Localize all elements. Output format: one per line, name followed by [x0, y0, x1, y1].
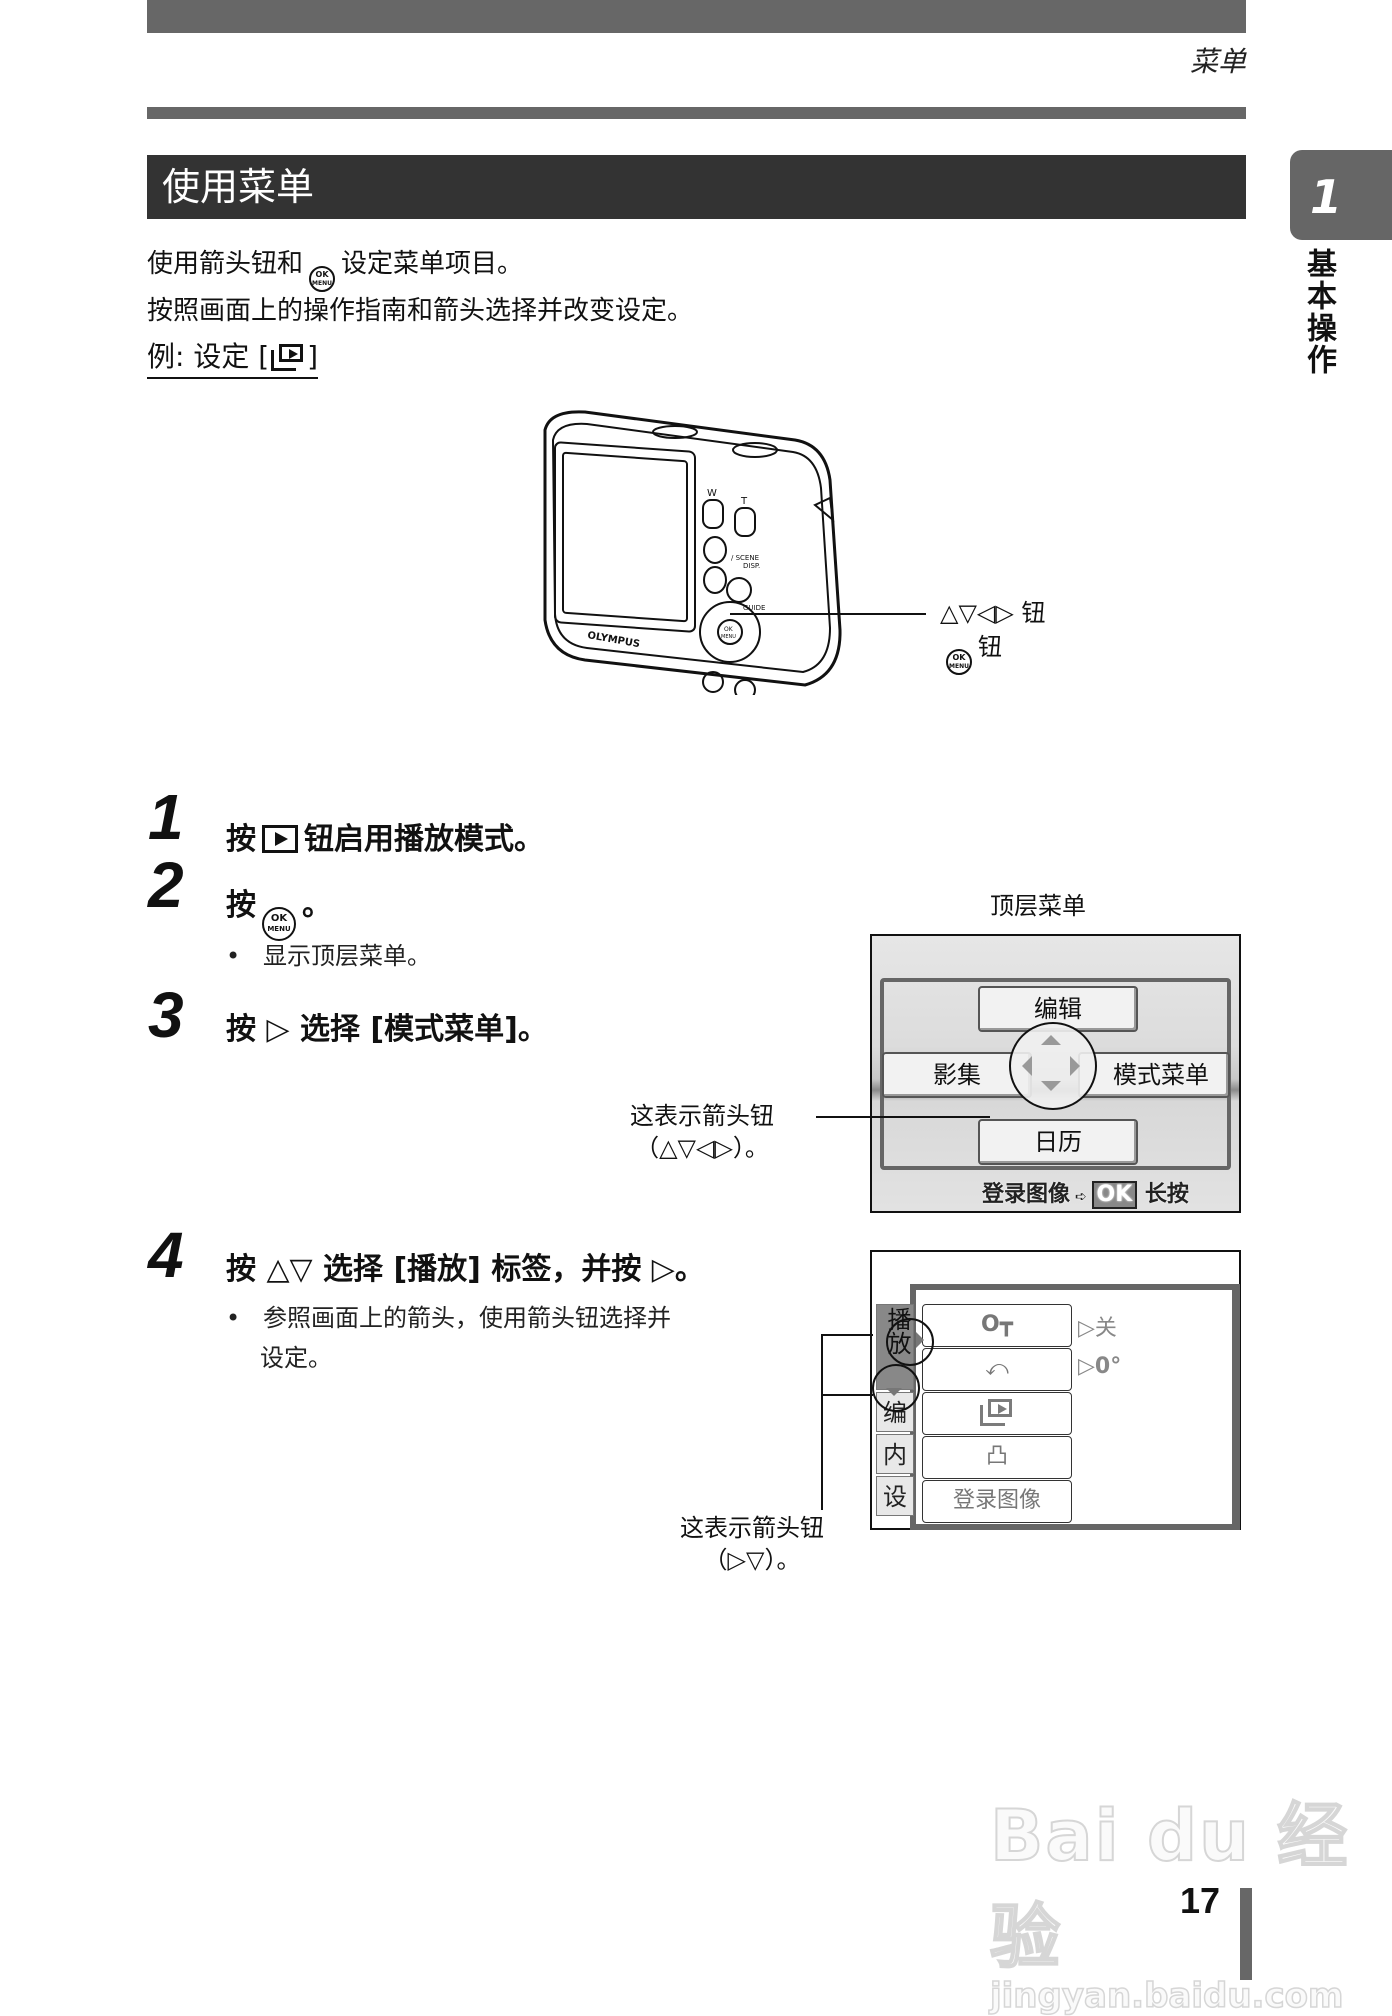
- left-arrow-icon: [1022, 1056, 1032, 1076]
- menu-button-mode-menu[interactable]: 模式菜单: [1078, 1052, 1230, 1098]
- menu-item-print-order[interactable]: 凸: [922, 1436, 1072, 1479]
- menu-item-register-image[interactable]: 登录图像: [922, 1480, 1072, 1523]
- slideshow-icon: [271, 344, 305, 371]
- svg-text:OLYMPUS: OLYMPUS: [586, 630, 640, 650]
- step-2-number: 2: [148, 849, 184, 921]
- down-arrow-icon: [1041, 1081, 1061, 1091]
- top-header-bar: [147, 0, 1246, 33]
- right-arrow-icon: [916, 1332, 924, 1348]
- up-arrow-icon: [1041, 1035, 1061, 1045]
- page-edge-bar: [1240, 1888, 1252, 1980]
- arrow-buttons-label: △▽◁▷ 钮: [940, 599, 1046, 627]
- section-title: 使用菜单: [147, 155, 1246, 219]
- chapter-label: 基本操作: [1301, 248, 1336, 376]
- intro-line-2: 按照画面上的操作指南和箭头选择并改变设定。: [147, 296, 694, 326]
- menu-item-slideshow[interactable]: [922, 1392, 1072, 1435]
- step-1-text: 按钮启用播放模式。: [226, 822, 544, 857]
- down-arrow-icon: [886, 1388, 902, 1396]
- chapter-number: 1: [1310, 170, 1343, 224]
- svg-text:OK: OK: [724, 626, 734, 633]
- menu-item-protect[interactable]: O┳: [922, 1304, 1072, 1347]
- playback-button-icon: [262, 825, 298, 853]
- step-4-text: 按 △▽ 选择 [播放] 标签，并按 ▷。: [226, 1252, 705, 1287]
- rotate-icon: ⤺: [985, 1356, 1009, 1381]
- step-4-number: 4: [148, 1219, 184, 1291]
- step-4-bullet: • 参照画面上的箭头，使用箭头钮选择并 设定。: [226, 1304, 672, 1372]
- menu-button-calendar[interactable]: 日历: [978, 1119, 1138, 1165]
- rotate-value: ▷0°: [1078, 1354, 1122, 1379]
- svg-text:DISP.: DISP.: [743, 562, 760, 570]
- camera-illustration: OLYMPUS W T / SCENE DISP. GUIDE OK MENU: [543, 410, 842, 695]
- slideshow-icon: [980, 1399, 1014, 1426]
- camera-callout-line: [730, 613, 926, 615]
- header-rule: [147, 107, 1246, 119]
- top-menu-callout-line: [816, 1116, 990, 1118]
- tab-setup[interactable]: 设: [876, 1476, 914, 1516]
- page-number: 17: [1180, 1880, 1221, 1921]
- step-3-number: 3: [148, 979, 184, 1051]
- mode-menu-callout-bracket: [821, 1334, 873, 1396]
- mode-menu-callout-stem: [821, 1390, 823, 1510]
- running-head: 菜单: [1189, 45, 1246, 78]
- tab-memory[interactable]: 内: [876, 1434, 914, 1474]
- ok-key-icon: OK: [1091, 1181, 1138, 1209]
- protect-key-icon: O┳: [981, 1312, 1013, 1337]
- right-arrow-indicator-ring: [886, 1318, 934, 1366]
- down-arrow-indicator-ring: [872, 1364, 920, 1412]
- print-order-icon: 凸: [985, 1444, 1008, 1469]
- menu-button-album[interactable]: 影集: [882, 1052, 1032, 1098]
- menu-item-rotate[interactable]: ⤺: [922, 1348, 1072, 1391]
- svg-text:MENU: MENU: [721, 634, 736, 640]
- svg-text:/ SCENE: / SCENE: [731, 554, 759, 562]
- top-menu-caption: 顶层菜单: [990, 892, 1086, 920]
- chapter-tab: 1: [1290, 150, 1392, 240]
- mode-menu-callout: 这表示箭头钮 （▷▽）。: [680, 1514, 824, 1574]
- step-2-bullet: • 显示顶层菜单。: [226, 942, 432, 970]
- svg-text:W: W: [707, 488, 717, 499]
- right-arrow-icon: [1070, 1056, 1080, 1076]
- mode-menu-screen: 播放 编 内 设 O┳ ▷关 ⤺ ▷0° 凸 登录图像: [870, 1250, 1241, 1530]
- top-menu-screen: 编辑 影集 模式菜单 日历 登录图像 ➪ OK 长按: [870, 934, 1241, 1213]
- protect-value: ▷关: [1078, 1316, 1117, 1341]
- svg-text:GUIDE: GUIDE: [743, 604, 765, 612]
- top-menu-callout: 这表示箭头钮 （△▽◁▷）。: [630, 1102, 774, 1162]
- step-3-text: 按 ▷ 选择 [模式菜单]。: [226, 1012, 548, 1047]
- register-image-hint: 登录图像 ➪ OK 长按: [982, 1181, 1189, 1209]
- example-heading: 例: 设定 []: [147, 335, 319, 379]
- svg-text:T: T: [740, 496, 748, 507]
- step-1-number: 1: [148, 781, 184, 853]
